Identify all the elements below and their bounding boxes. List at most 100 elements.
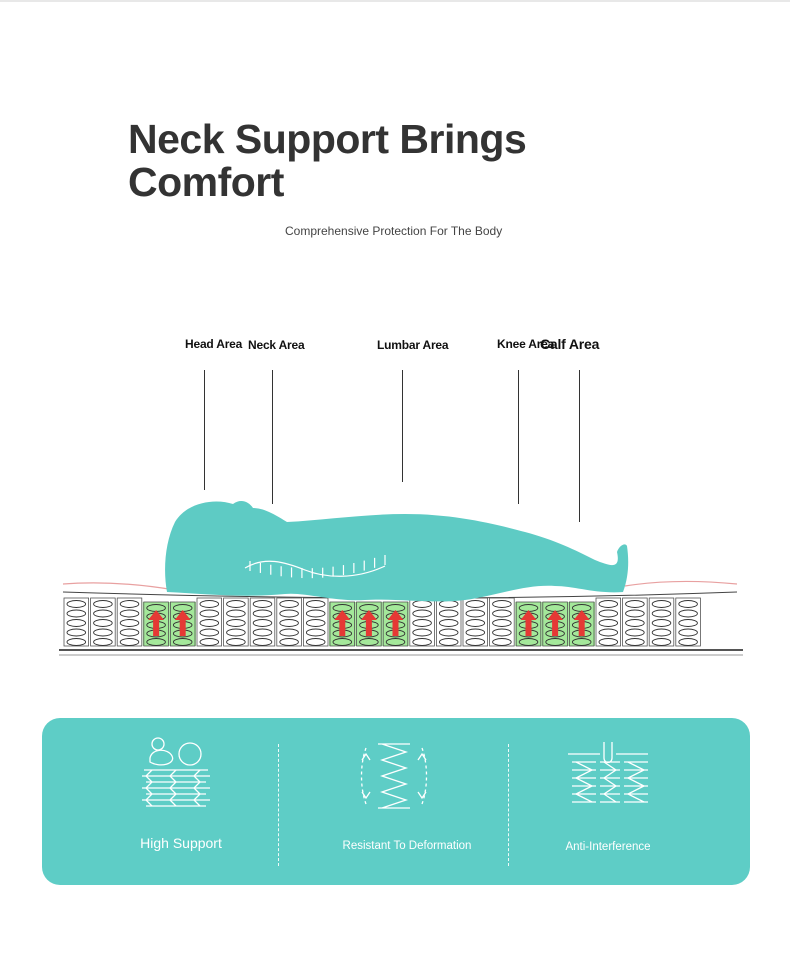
spring-coil [66, 600, 87, 608]
spring-coil [412, 600, 432, 608]
area-label-neck: Neck Area [248, 338, 305, 352]
spring-coil [465, 609, 486, 618]
area-label-head: Head Area [185, 337, 243, 351]
leader-line-lumbar [402, 370, 403, 482]
area-label-calf: Calf Area [540, 336, 600, 352]
spine-icon [244, 555, 386, 579]
spring-coil [651, 638, 672, 646]
page-title: Neck Support Brings Comfort [128, 118, 688, 204]
spring-coil [199, 600, 220, 608]
spring-coil [412, 609, 432, 618]
spring-coil [678, 619, 698, 627]
spring-coil [226, 619, 246, 627]
up-arrow-icon [360, 610, 377, 636]
leader-line-neck [272, 370, 273, 504]
spring-coil [279, 628, 299, 637]
spring-pocket [569, 601, 595, 647]
up-arrow-icon [334, 610, 351, 636]
spring-coil [492, 638, 512, 646]
spring-coil [332, 638, 353, 646]
spring-coil [598, 600, 619, 608]
spring-coil [385, 638, 406, 646]
spring-coil [146, 638, 166, 646]
spring-coil [93, 638, 113, 646]
features-panel: High Support Resistant To Deformation An… [42, 718, 750, 885]
spring-coil [226, 638, 246, 646]
spring-coil [66, 619, 87, 627]
spring-coil [305, 600, 326, 608]
spring-coil [678, 628, 698, 637]
spring-coil [492, 600, 512, 608]
spring-coil [651, 628, 672, 637]
spring-coil [438, 600, 459, 608]
spring-pocket [170, 601, 196, 647]
spring-coil [252, 609, 273, 618]
spring-coil [492, 609, 512, 618]
feature-label-high-support: High Support [140, 835, 222, 851]
body-silhouette [165, 501, 629, 602]
spring-pocket [223, 597, 249, 647]
comfort-layer-right [624, 580, 738, 587]
springs-with-pressure-arrow-icon [568, 742, 648, 803]
up-arrow-icon [387, 610, 404, 636]
spring-coil [172, 638, 193, 646]
spring-coil [252, 628, 273, 637]
spring-coil [119, 619, 140, 627]
feature-divider-2 [508, 744, 509, 866]
leader-line-head [204, 370, 205, 490]
spring-coil [119, 638, 140, 646]
spring-coil [252, 638, 273, 646]
spring-coil [93, 619, 113, 627]
spring-pocket [382, 601, 409, 647]
spring-pocket [276, 597, 302, 647]
spring-coil [651, 600, 672, 608]
area-label-lumbar: Lumbar Area [377, 338, 449, 352]
spring-coil [678, 638, 698, 646]
spring-pocket [302, 597, 329, 647]
spring-coil [465, 600, 486, 608]
spring-coil [305, 638, 326, 646]
spring-pocket [143, 601, 169, 647]
spring-coil [651, 619, 672, 627]
top-rule [0, 0, 790, 2]
spring-coil [305, 609, 326, 618]
spring-coil [412, 628, 432, 637]
spring-coil [625, 628, 645, 637]
spring-coil [93, 628, 113, 637]
spring-pocket [515, 601, 542, 647]
spring-coil [226, 628, 246, 637]
spring-coil [492, 619, 512, 627]
spring-coil [598, 628, 619, 637]
spring-coil [412, 638, 432, 646]
spring-coil [651, 609, 672, 618]
spring-coil [279, 619, 299, 627]
spring-coil [465, 638, 486, 646]
spring-coil [305, 619, 326, 627]
spring-coil [66, 609, 87, 618]
spring-coil [279, 600, 299, 608]
spring-coil [598, 619, 619, 627]
spring-coil [438, 619, 459, 627]
title-line-2: Comfort [128, 159, 284, 205]
spring-coil [93, 609, 113, 618]
up-arrow-icon [148, 610, 165, 636]
spring-pocket [116, 597, 143, 647]
spring-coil [66, 638, 87, 646]
leader-line-calf [579, 370, 580, 522]
up-arrow-icon [573, 610, 590, 636]
spring-coil [678, 600, 698, 608]
spring-pocket [595, 597, 622, 647]
spring-coil [598, 609, 619, 618]
spring-coil [438, 638, 459, 646]
spring-coil [625, 638, 645, 646]
spring-pocket [196, 597, 223, 647]
up-arrow-icon [547, 610, 564, 636]
up-arrow-icon [174, 610, 191, 636]
page-subtitle: Comprehensive Protection For The Body [285, 224, 503, 238]
spring-coil [305, 628, 326, 637]
spring-coil [199, 609, 220, 618]
spring-coil [119, 600, 140, 608]
spring-pocket [675, 597, 701, 647]
spring-coil [279, 638, 299, 646]
spring-coil [412, 619, 432, 627]
